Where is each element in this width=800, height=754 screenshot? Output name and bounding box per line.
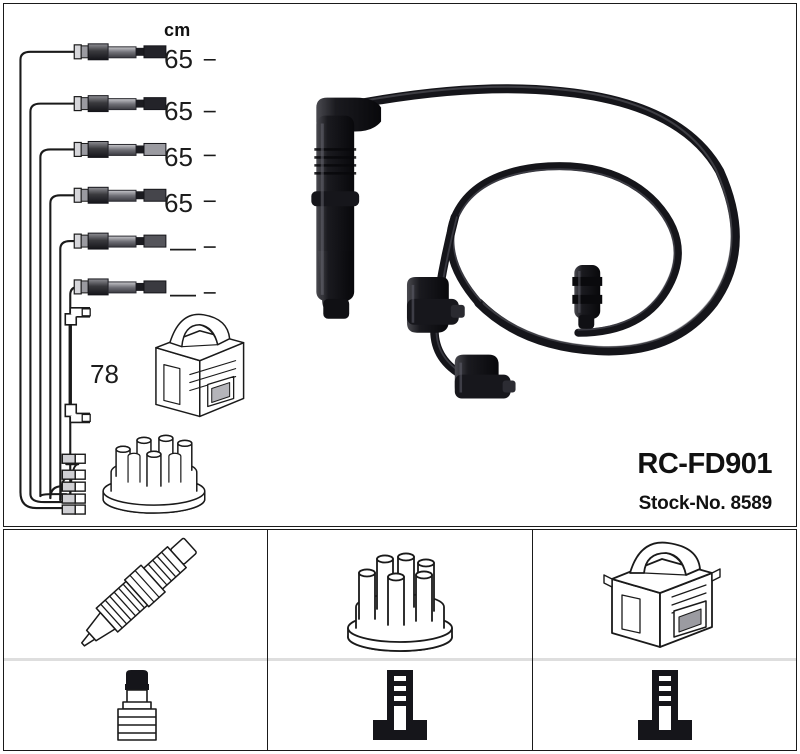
coil-lead-length: 78	[90, 359, 119, 389]
distributor-terminal-icon	[373, 669, 427, 740]
spark-plug-boot-large	[311, 97, 382, 319]
panel-spark-plug	[3, 529, 268, 751]
cable-length-3: 65	[164, 142, 193, 172]
spark-plug-icon	[80, 537, 197, 647]
cable-length-4: 65	[164, 188, 193, 218]
spark-plug-illustration-cell	[4, 530, 267, 658]
inline-connector-right	[572, 265, 603, 329]
spark-plug-boot-cell	[4, 661, 267, 750]
coil-connector-bottom	[454, 354, 516, 399]
spark-plug-boot-icon	[116, 669, 157, 741]
stock-number: Stock-No. 8589	[638, 493, 773, 514]
connector-assembly-1	[73, 43, 167, 61]
panel-ignition-coil	[532, 529, 797, 751]
distributor-cap-illustration-cell	[268, 530, 532, 658]
cable-length-1: 65	[164, 44, 193, 74]
distributor-terminal-cell	[268, 661, 532, 750]
coil-connector-small-left	[406, 276, 465, 333]
panel-divider	[533, 658, 796, 661]
distributor-cap-icon	[347, 552, 453, 652]
connector-assembly-3	[73, 140, 167, 158]
connector-assembly-4	[73, 186, 167, 204]
ignition-coil-lineart	[155, 313, 245, 418]
product-code: RC-FD901	[637, 448, 772, 480]
cable-length-2: 65	[164, 96, 193, 126]
coil-terminal-cell	[533, 661, 796, 750]
coil-terminal-icon	[637, 669, 692, 740]
connector-assembly-2	[73, 95, 167, 113]
main-illustration-panel: cm 65 65 65 65 — — 78 RC-FD901 Stock-No.…	[3, 3, 797, 527]
coil-lead-cable-illustration	[64, 307, 91, 424]
connector-assembly-5	[73, 232, 167, 250]
unit-header: cm	[164, 20, 191, 40]
panel-divider	[4, 658, 267, 661]
distributor-cap-lineart	[102, 434, 206, 514]
connector-assembly-6	[73, 278, 167, 296]
ignition-coil-icon	[602, 541, 721, 648]
panel-distributor-cap	[267, 529, 533, 751]
panel-divider	[268, 658, 532, 661]
cable-length-6: —	[170, 278, 196, 308]
cable-length-5: —	[170, 232, 196, 262]
ignition-coil-illustration-cell	[533, 530, 796, 658]
cable-terminal-group	[61, 453, 86, 515]
